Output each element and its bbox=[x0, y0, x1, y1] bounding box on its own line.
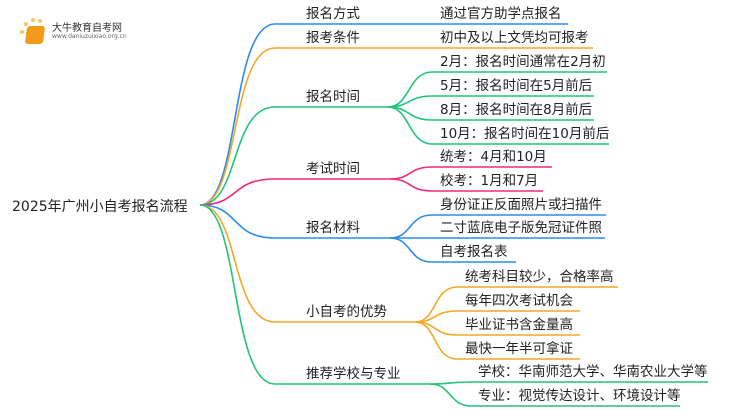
leaf-label: 8月：报名时间在8月前后 bbox=[440, 102, 593, 118]
leaf-label: 统考：4月和10月 bbox=[440, 149, 547, 165]
logo-dot bbox=[24, 22, 28, 26]
logo: 大牛教育自考网 www.daniuzuixiao.org.cn bbox=[20, 16, 160, 46]
leaf-connector bbox=[429, 383, 680, 407]
logo-url: www.daniuzuixiao.org.cn bbox=[52, 33, 127, 40]
branch-connector bbox=[199, 106, 388, 206]
logo-dot bbox=[20, 30, 24, 34]
leaf-connector bbox=[389, 237, 516, 263]
leaf-connector bbox=[429, 381, 708, 385]
branch-connector bbox=[199, 204, 430, 385]
leaf-label: 身份证正反面照片或扫描件 bbox=[440, 197, 602, 213]
branch-label: 推荐学校与专业 bbox=[306, 366, 401, 382]
leaf-label: 校考：1月和7月 bbox=[440, 173, 539, 189]
leaf-connector bbox=[414, 286, 618, 323]
branch-label: 报名方式 bbox=[306, 6, 360, 22]
branch-label: 小自考的优势 bbox=[306, 304, 387, 320]
leaf-connector bbox=[389, 178, 543, 192]
leaf-connector bbox=[387, 106, 609, 145]
branch-connector bbox=[199, 204, 390, 239]
leaf-label: 2月：报名时间通常在2月初 bbox=[440, 54, 606, 70]
branch-label: 报名材料 bbox=[306, 220, 360, 236]
branch-label: 报名时间 bbox=[306, 89, 360, 105]
branch-label: 报考条件 bbox=[306, 30, 360, 46]
leaf-connector bbox=[387, 71, 607, 108]
leaf-label: 毕业证书含金量高 bbox=[465, 317, 573, 333]
leaf-connector bbox=[414, 321, 580, 360]
leaf-label: 5月：报名时间在5月前后 bbox=[440, 78, 593, 94]
logo-dot bbox=[38, 19, 42, 23]
leaf-label: 专业：视觉传达设计、环境设计等 bbox=[478, 388, 681, 404]
logo-name: 大牛教育自考网 bbox=[52, 23, 122, 34]
branch-connector bbox=[199, 178, 390, 206]
root-node: 2025年广州小自考报名流程 bbox=[12, 199, 188, 215]
branch-connector bbox=[199, 47, 593, 206]
branch-label: 考试时间 bbox=[306, 161, 360, 177]
leaf-label: 学校：华南师范大学、华南农业大学等 bbox=[478, 364, 708, 380]
leaf-label: 自考报名表 bbox=[440, 244, 508, 260]
leaf-label: 通过官方助学点报名 bbox=[440, 6, 562, 22]
logo-dot bbox=[31, 18, 35, 22]
branch-connector bbox=[199, 204, 415, 323]
leaf-label: 初中及以上文凭均可报考 bbox=[440, 30, 589, 46]
leaf-label: 二寸蓝底电子版免冠证件照 bbox=[440, 220, 602, 236]
leaf-label: 10月：报名时间在10月前后 bbox=[440, 126, 610, 142]
leaf-label: 统考科目较少，合格率高 bbox=[465, 269, 614, 285]
leaf-label: 最快一年半可拿证 bbox=[465, 341, 573, 357]
branch-connector bbox=[199, 23, 568, 206]
leaf-label: 每年四次考试机会 bbox=[465, 293, 573, 309]
